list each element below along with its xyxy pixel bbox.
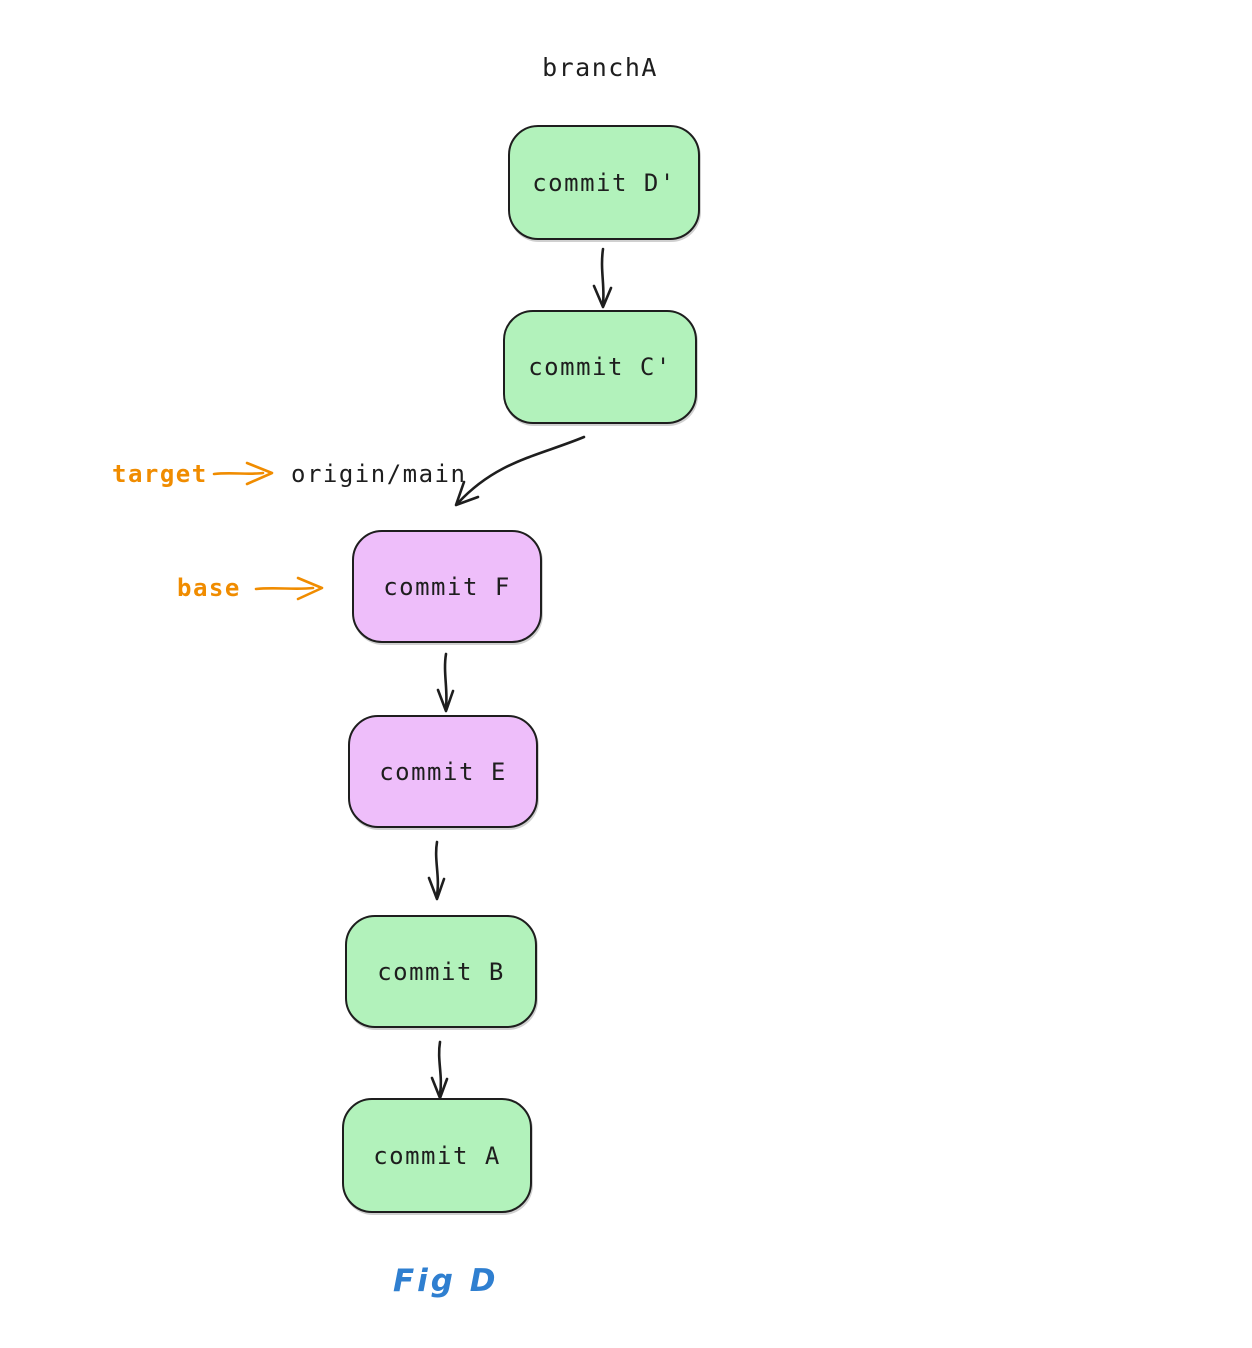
base-pointer-arrow [254,576,324,601]
base-annotation-label: base [177,574,241,602]
edge-arrow-cprime-to-f [454,435,586,507]
origin-main-ref-label: origin/main [291,460,467,488]
target-pointer-arrow [212,461,274,486]
commit-node-label: commit F [383,572,511,601]
edge-arrow-dprime-to-cprime [592,247,613,309]
commit-node-d-prime: commit D' [508,125,700,240]
commit-node-label: commit D' [532,168,676,197]
commit-node-a: commit A [342,1098,532,1213]
target-annotation-label: target [112,460,208,488]
commit-node-f: commit F [352,530,542,643]
commit-node-label: commit A [373,1141,501,1170]
commit-node-label: commit E [379,757,507,786]
edge-arrow-f-to-e [436,652,455,713]
commit-node-label: commit B [377,957,505,986]
commit-node-label: commit C' [528,353,672,381]
figure-caption: Fig D [393,1263,499,1299]
branch-label: branchA [542,53,658,82]
edge-arrow-b-to-a [430,1040,449,1100]
commit-node-c-prime: commit C' [503,310,697,424]
edge-arrow-e-to-b [427,840,446,901]
commit-node-e: commit E [348,715,538,828]
commit-node-b: commit B [345,915,537,1028]
